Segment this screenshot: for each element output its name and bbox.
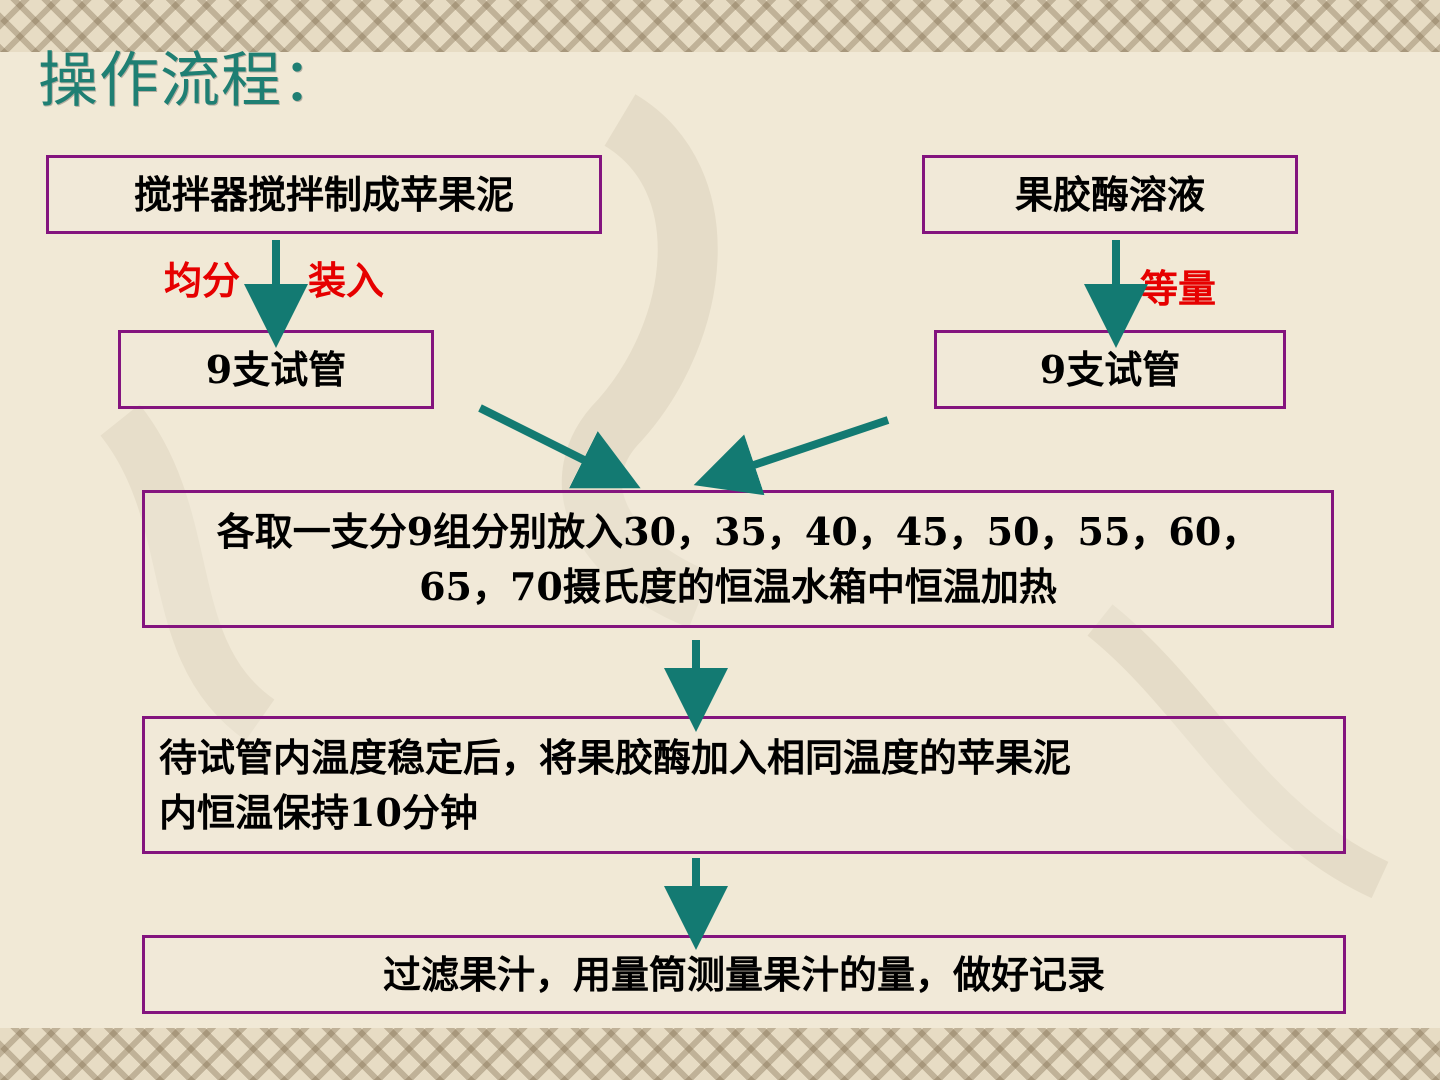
box-filter: 过滤果汁，用量筒测量果汁的量，做好记录 [142,935,1346,1014]
decorative-border-bottom [0,1028,1440,1080]
box-incubate: 各取一支分9组分别放入30，35，40，45，50，55，60， 65，70摄氏… [142,490,1334,628]
box-apple-puree-text: 搅拌器搅拌制成苹果泥 [133,171,514,217]
box-incubate-line2: 65，70摄氏度的恒温水箱中恒温加热 [419,564,1057,609]
arrow-left-diagonal [478,404,641,489]
box-mix: 待试管内温度稳定后，将果胶酶加入相同温度的苹果泥 内恒温保持10分钟 [142,716,1346,854]
box-mix-line1: 待试管内温度稳定后，将果胶酶加入相同温度的苹果泥 [159,734,1072,780]
box-pectinase: 果胶酶溶液 [922,155,1298,234]
box-tubes-right-text: 9支试管 [1039,346,1181,392]
decorative-border-top [0,0,1440,52]
box-incubate-text: 各取一支分9组分别放入30，35，40，45，50，55，60， 65，70摄氏… [217,504,1260,614]
box-tubes-left-text: 9支试管 [205,346,347,392]
label-load: 装入 [308,258,385,303]
label-divide: 均分 [164,258,241,303]
label-equal: 等量 [1140,266,1217,311]
box-filter-text: 过滤果汁，用量筒测量果汁的量，做好记录 [382,951,1105,997]
box-mix-text: 待试管内温度稳定后，将果胶酶加入相同温度的苹果泥 内恒温保持10分钟 [159,730,1071,840]
arrow-right-diagonal [693,416,890,496]
box-pectinase-text: 果胶酶溶液 [1014,171,1205,217]
box-apple-puree: 搅拌器搅拌制成苹果泥 [46,155,602,234]
box-mix-line2: 内恒温保持10分钟 [159,790,478,835]
box-incubate-line1: 各取一支分9组分别放入30，35，40，45，50，55，60， [216,508,1260,554]
page-title: 操作流程： [38,46,343,116]
